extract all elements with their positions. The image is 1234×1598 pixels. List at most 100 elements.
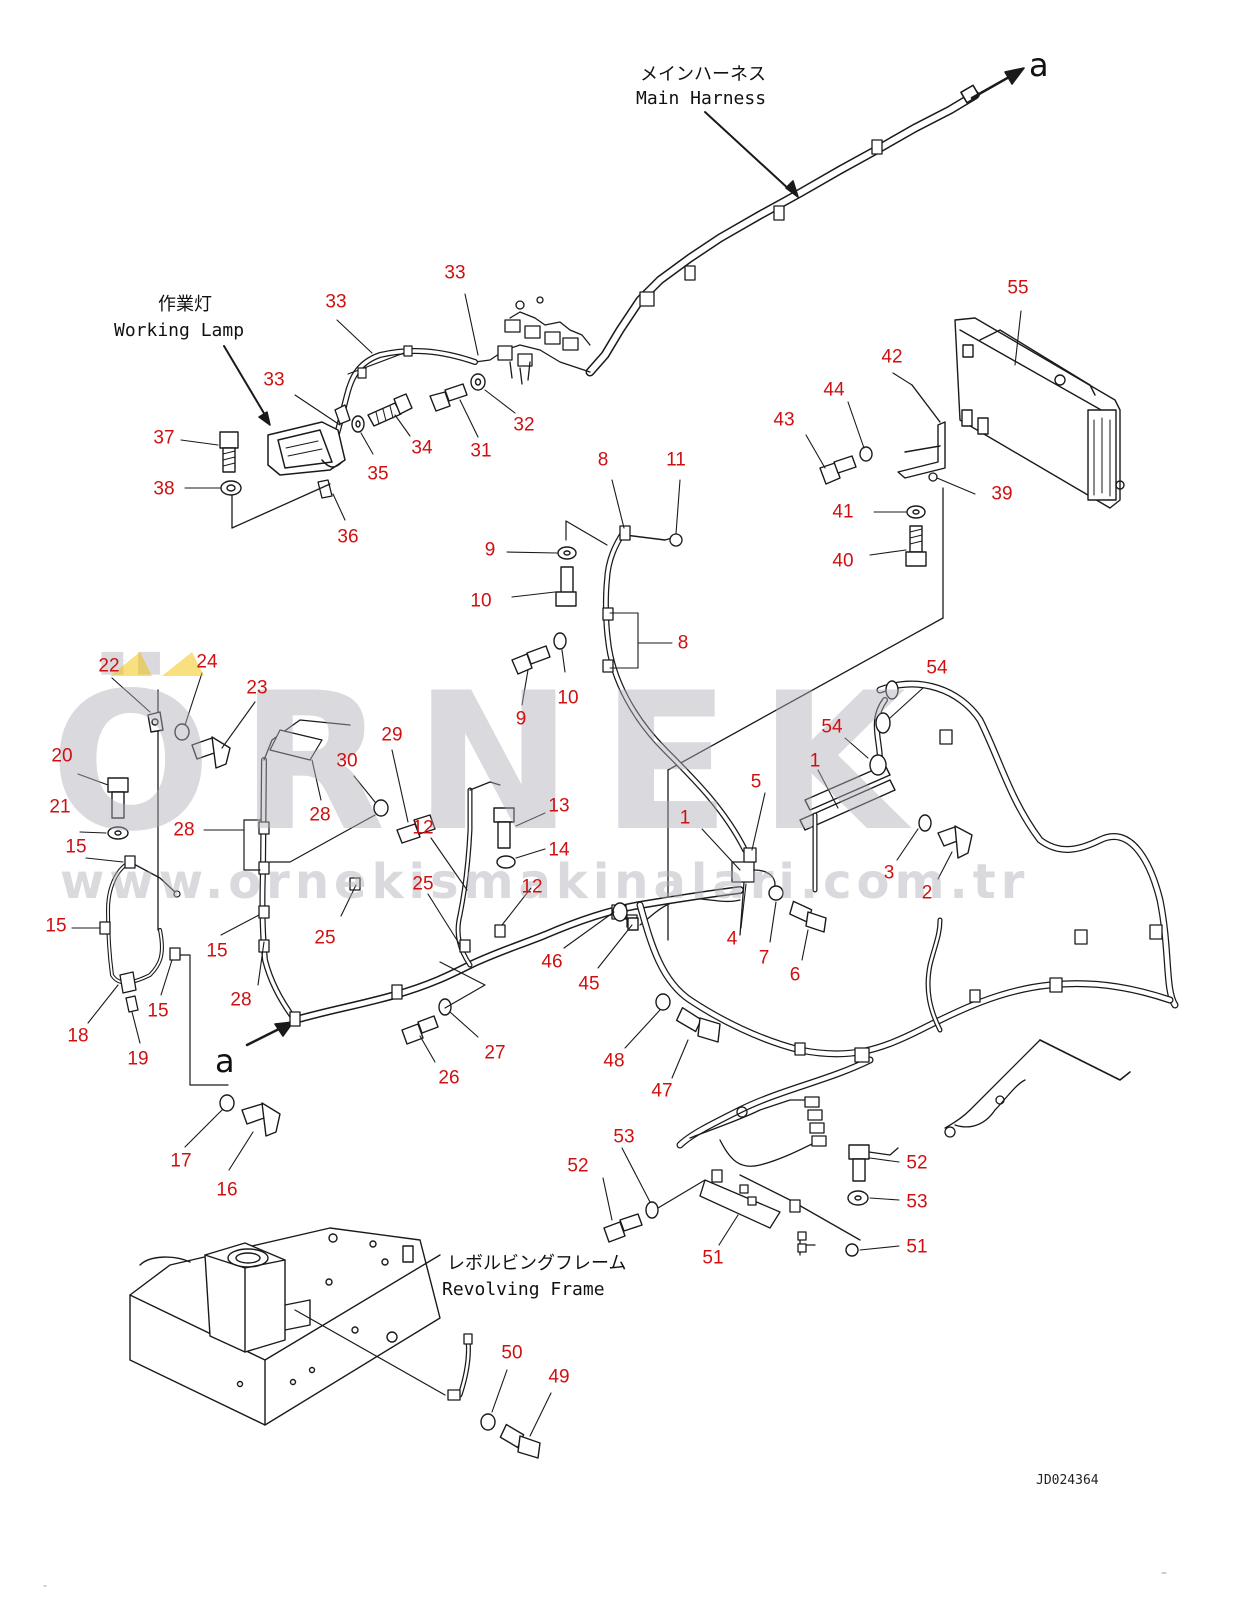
callout-23: 23: [246, 677, 268, 699]
washer-14: [496, 855, 516, 869]
callout-47: 47: [651, 1080, 673, 1102]
washer-41: [906, 505, 926, 519]
callout-33-top: 33: [444, 262, 466, 284]
clip-group-33: [347, 345, 413, 379]
bolt-47: [675, 1006, 721, 1043]
clip-22: [147, 711, 164, 733]
connector-label-bottom: a: [215, 1042, 235, 1080]
callout-15-a: 15: [65, 836, 87, 858]
callout-18: 18: [67, 1025, 89, 1047]
callout-7: 7: [758, 947, 770, 969]
nut-38: [220, 480, 242, 496]
working-lamp-label-en: Working Lamp: [114, 320, 245, 341]
bolt-20: [107, 777, 129, 819]
callout-9-mid: 9: [515, 708, 527, 730]
callout-55: 55: [1007, 277, 1029, 299]
callout-20: 20: [51, 745, 73, 767]
right-harness: [873, 680, 1179, 1009]
callout-44: 44: [823, 379, 845, 401]
callout-32: 32: [513, 414, 535, 436]
callout-25-b: 25: [314, 927, 336, 949]
clip-45: [627, 917, 639, 931]
washer-35: [351, 415, 365, 433]
revolving-frame: [129, 1227, 446, 1426]
callout-29: 29: [381, 724, 403, 746]
callout-25-a: 25: [412, 873, 434, 895]
callout-6: 6: [789, 964, 801, 986]
bolt-16: [241, 1102, 281, 1137]
callout-30: 30: [336, 750, 358, 772]
callout-15-d: 15: [147, 1000, 169, 1022]
callout-39: 39: [991, 483, 1013, 505]
callout-12-a: 12: [412, 817, 434, 839]
callout-8-mid: 8: [677, 632, 689, 654]
controller-panel-55: [954, 317, 1125, 509]
bolt-40: [905, 525, 927, 567]
harness-clips: [639, 139, 883, 307]
callout-53-right: 53: [906, 1191, 928, 1213]
callout-15-c: 15: [206, 940, 228, 962]
callout-41: 41: [832, 501, 854, 523]
bolt-34: [367, 393, 413, 427]
washer-53-right: [847, 1190, 869, 1206]
callout-48: 48: [603, 1050, 625, 1072]
callout-1-a: 1: [809, 750, 821, 772]
drawing-code: JD024364: [1036, 1473, 1099, 1488]
bracket-42: [897, 384, 946, 479]
callout-45: 45: [578, 973, 600, 995]
bolt-43: [819, 455, 857, 485]
callout-37: 37: [153, 427, 175, 449]
callout-40: 40: [832, 550, 854, 572]
washer-3: [918, 814, 932, 832]
callout-54-a: 54: [926, 657, 948, 679]
callout-8-top: 8: [597, 449, 609, 471]
callout-34: 34: [411, 437, 433, 459]
callout-1-b: 1: [679, 807, 691, 829]
bolt-49: [499, 1423, 541, 1459]
connector-arrow-a-bottom: [245, 1011, 301, 1047]
callout-38: 38: [153, 478, 175, 500]
bottom-right-harness: [689, 1079, 1026, 1256]
bolt-31: [429, 383, 468, 412]
working-lamp-label-ja: 作業灯: [158, 294, 212, 315]
watermark-url: www.ornekismakinalari.com.tr: [60, 854, 1030, 910]
main-harness-label-ja: メインハーネス: [640, 64, 766, 85]
callout-33-lamp: 33: [263, 369, 285, 391]
callout-16: 16: [216, 1179, 238, 1201]
leader-53-left: [657, 1179, 706, 1209]
bolt-13: [493, 807, 515, 849]
callout-4: 4: [726, 928, 738, 950]
clip-51-right: [845, 1243, 859, 1257]
callout-53-left: 53: [613, 1126, 635, 1148]
washer-17: [219, 1094, 235, 1112]
bolt-52-right: [848, 1144, 870, 1182]
washer-48: [655, 993, 671, 1011]
washer-27: [438, 998, 452, 1016]
callout-19: 19: [127, 1048, 149, 1070]
washer-30: [373, 799, 389, 817]
callout-28-a: 28: [309, 804, 331, 826]
washer-9-top: [557, 546, 577, 560]
revolving-frame-label-en: Revolving Frame: [442, 1279, 605, 1300]
callout-11: 11: [666, 449, 686, 471]
callout-leaders: [71, 293, 1022, 1437]
callout-46: 46: [541, 951, 563, 973]
tube-1: [799, 764, 896, 893]
washer-32: [470, 373, 486, 391]
washer-7: [768, 885, 784, 901]
working-lamp: [223, 345, 346, 476]
washer-53-left: [645, 1201, 659, 1219]
callout-42: 42: [881, 346, 903, 368]
callout-49: 49: [548, 1366, 570, 1388]
main-harness-label-en: Main Harness: [636, 88, 767, 109]
callout-22: 22: [98, 655, 120, 677]
washer-50: [480, 1413, 496, 1431]
washer-21: [107, 826, 129, 840]
callout-51-right: 51: [906, 1236, 928, 1258]
callout-51-left: 51: [702, 1247, 724, 1269]
callout-9-top: 9: [484, 539, 496, 561]
clip-group-28: [243, 729, 376, 871]
bolt-2: [937, 825, 973, 859]
